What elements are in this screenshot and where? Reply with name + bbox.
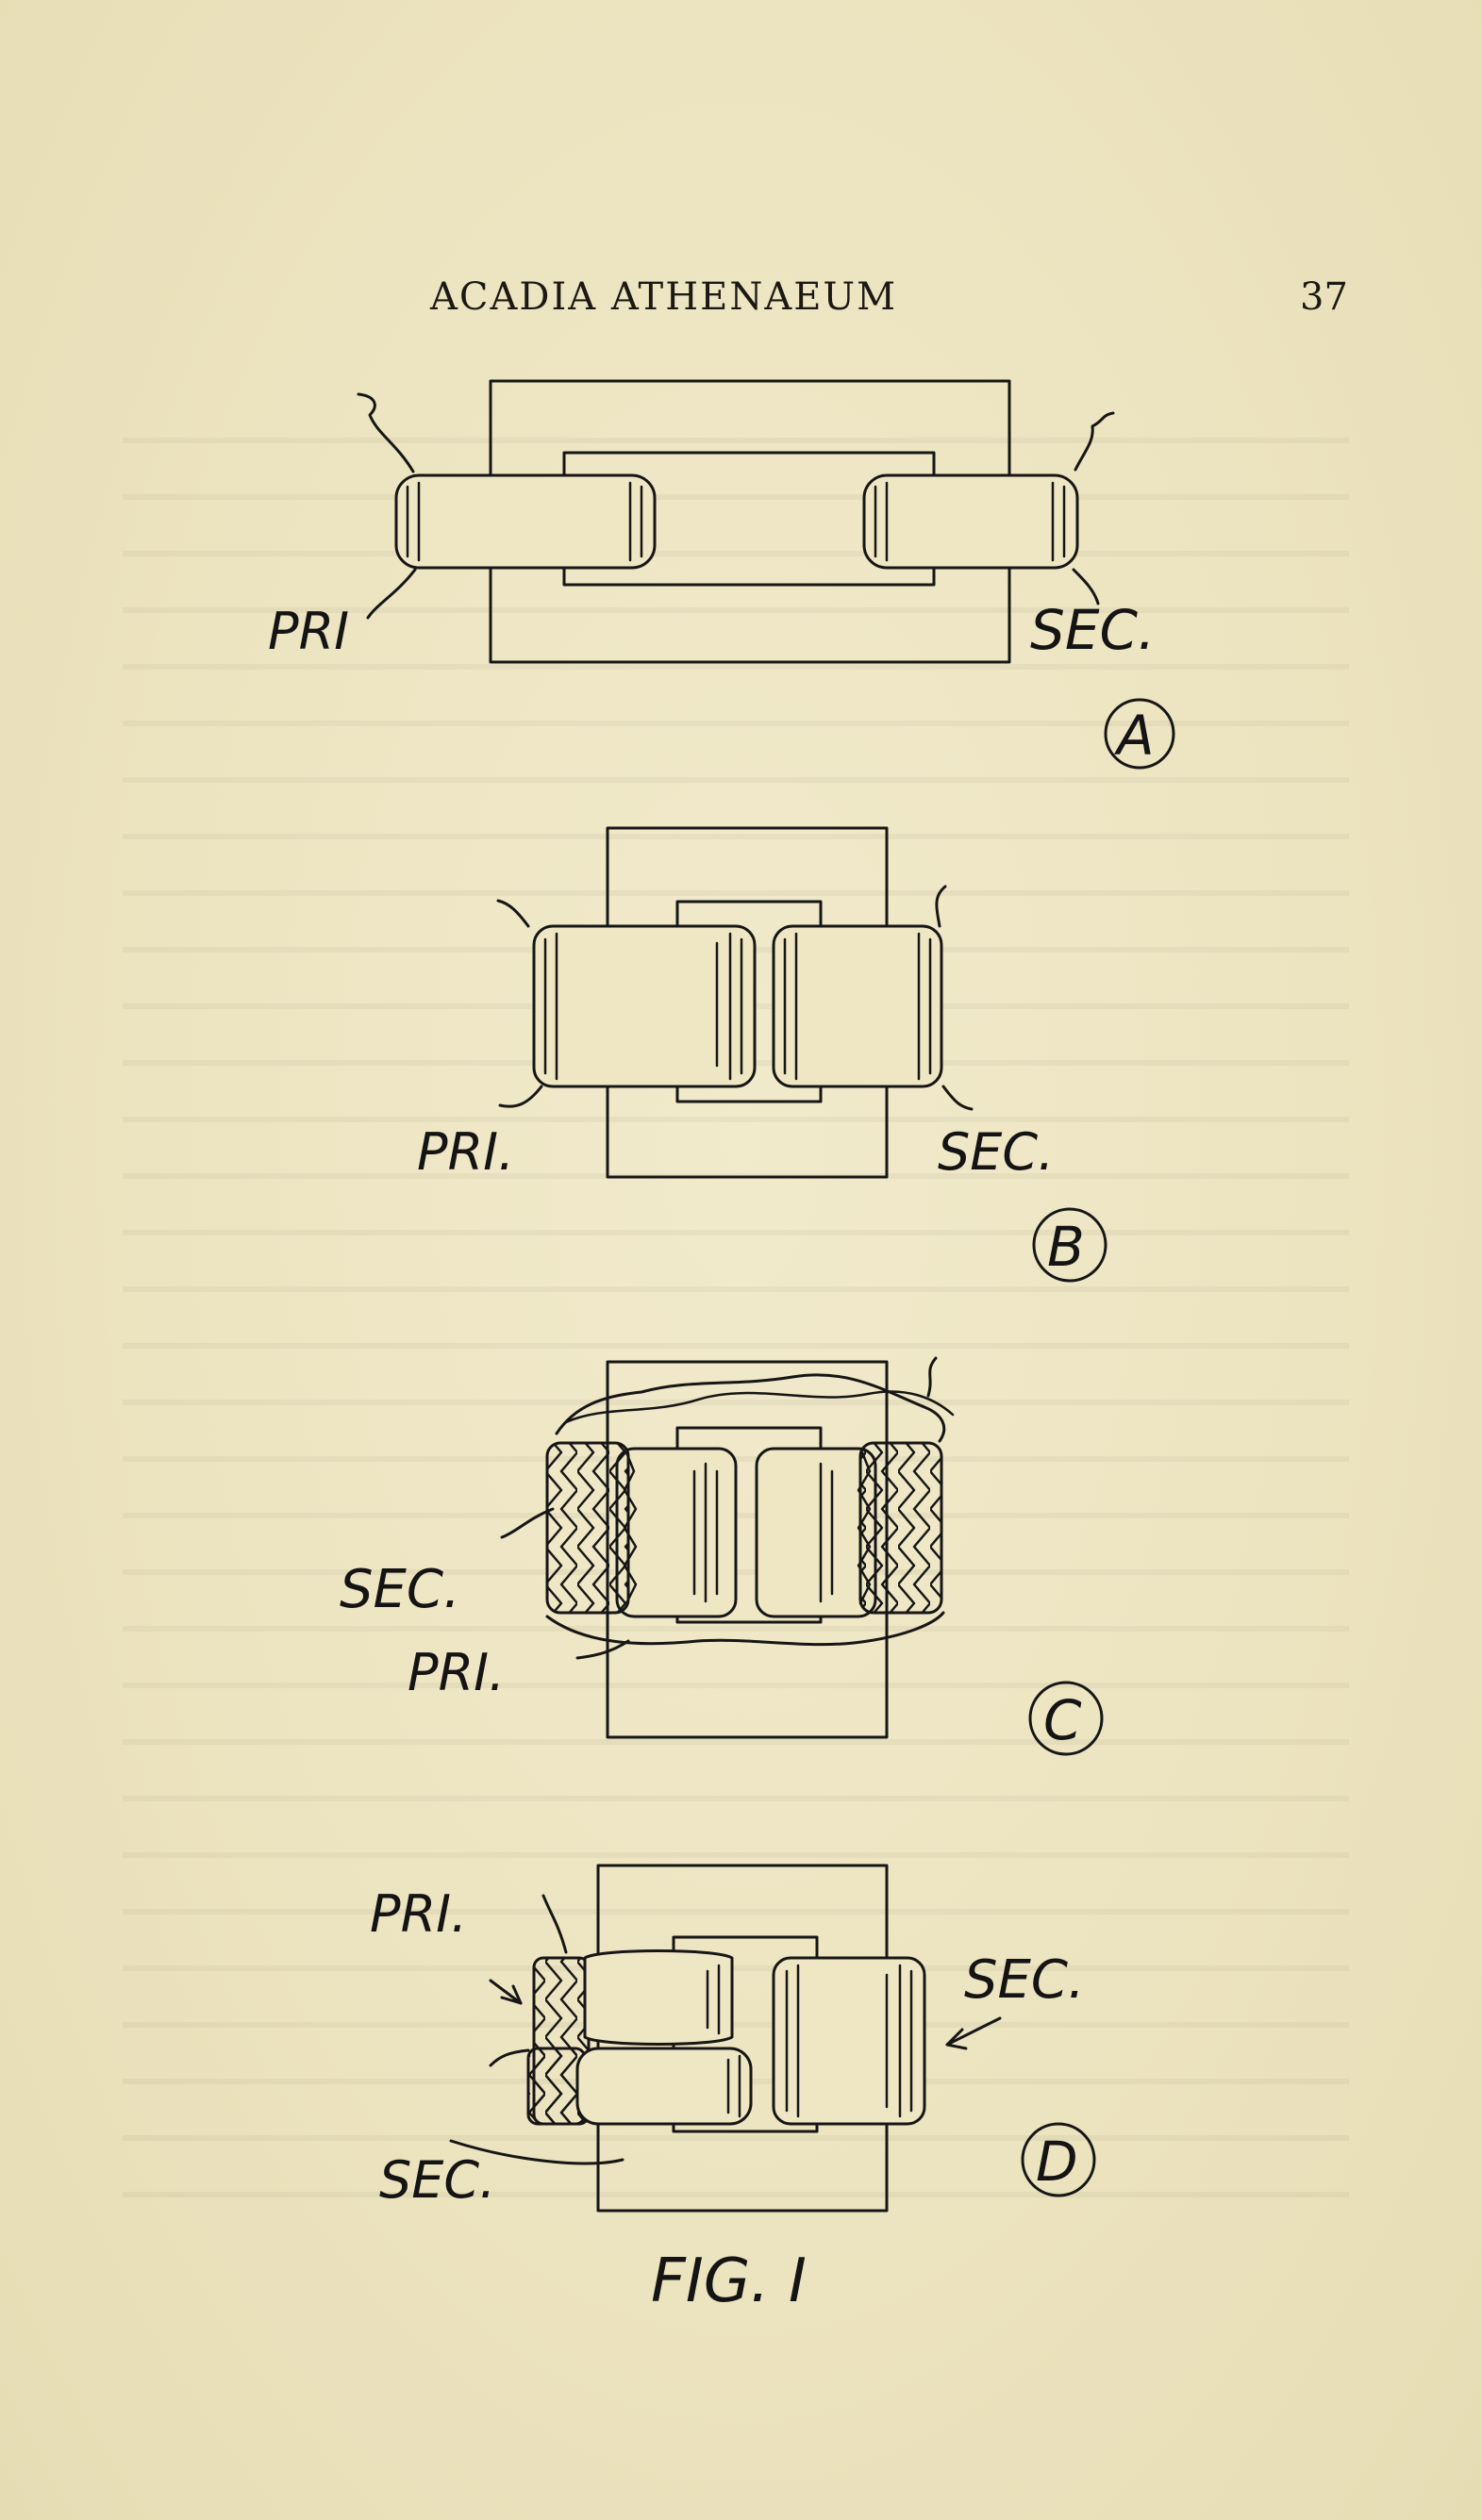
label-pri-a: PRI — [268, 602, 349, 661]
label-circle-d — [1021, 2122, 1096, 2197]
lead-secondary-bottom-a — [1072, 568, 1100, 605]
lead-primary-top-a — [357, 392, 415, 473]
outer-winding-top2-c — [564, 1390, 955, 1424]
lead-secondary-left-d — [449, 2139, 624, 2165]
secondary-coil-c — [545, 1441, 943, 1615]
secondary-coil-a — [862, 473, 1079, 570]
arrow-head-pri-d — [500, 1984, 523, 2005]
primary-coil-a — [394, 473, 657, 570]
lead-primary-top-d — [541, 1894, 568, 1954]
outer-winding-bottom-c — [545, 1611, 945, 1647]
lead-secondary-top-b — [935, 885, 947, 928]
lead-secondary-top-a — [1074, 411, 1115, 472]
diagram-c: C SEC. PRI. — [340, 1356, 1104, 1756]
page-number: 37 — [1300, 275, 1348, 319]
lead-primary-bottom-a — [366, 568, 417, 620]
label-sec-b: SEC. — [938, 1122, 1054, 1182]
diagram-letter-c: C — [1043, 1688, 1082, 1752]
diagram-letter-b: B — [1047, 1215, 1085, 1279]
label-circle-a — [1104, 698, 1175, 770]
diagram-letter-d: D — [1036, 2130, 1078, 2194]
arrow-head-sec-d — [945, 2028, 968, 2050]
label-circle-c — [1028, 1681, 1104, 1756]
lead-secondary-left-c — [500, 1507, 555, 1539]
label-pri-b: PRI. — [417, 1122, 514, 1182]
secondary-coil-d-right — [772, 1956, 926, 2126]
figure-caption: FIG. I — [651, 2246, 807, 2316]
diagram-letter-a: A — [1113, 704, 1155, 768]
lead-secondary-bottom-b — [941, 1085, 974, 1111]
label-sec-c: SEC. — [340, 1559, 460, 1620]
secondary-coil-d-left — [526, 2047, 753, 2126]
label-pri-c: PRI. — [408, 1643, 505, 1702]
arrow-sec-d — [945, 2016, 1002, 2047]
lead-secondary-top-c — [926, 1356, 938, 1398]
label-sec-a: SEC. — [1030, 598, 1155, 662]
lead-primary-left-c — [575, 1639, 630, 1660]
diagram-d: D PRI. SEC. SEC. — [370, 1864, 1096, 2213]
secondary-coil-b — [772, 924, 943, 1088]
outer-winding-top-c — [555, 1373, 946, 1443]
label-sec-d-left: SEC. — [379, 2150, 495, 2210]
primary-coil-c — [615, 1447, 877, 1618]
lead-primary-bottom-b — [498, 1085, 543, 1108]
arrow-pri-d — [489, 1979, 523, 2005]
label-circle-b — [1032, 1207, 1107, 1283]
diagram-b: B PRI. SEC. — [417, 826, 1107, 1283]
running-header: ACADIA ATHENAEUM — [430, 275, 898, 319]
diagram-a: A PRI SEC. — [268, 379, 1175, 770]
lead-primary-top-b — [496, 899, 530, 928]
bleed-through-text — [123, 396, 1349, 2235]
primary-coil-b — [532, 924, 757, 1088]
label-pri-d: PRI. — [370, 1884, 467, 1944]
label-sec-d-right: SEC. — [964, 1949, 1085, 2011]
lead-primary-left-d — [489, 2048, 530, 2067]
